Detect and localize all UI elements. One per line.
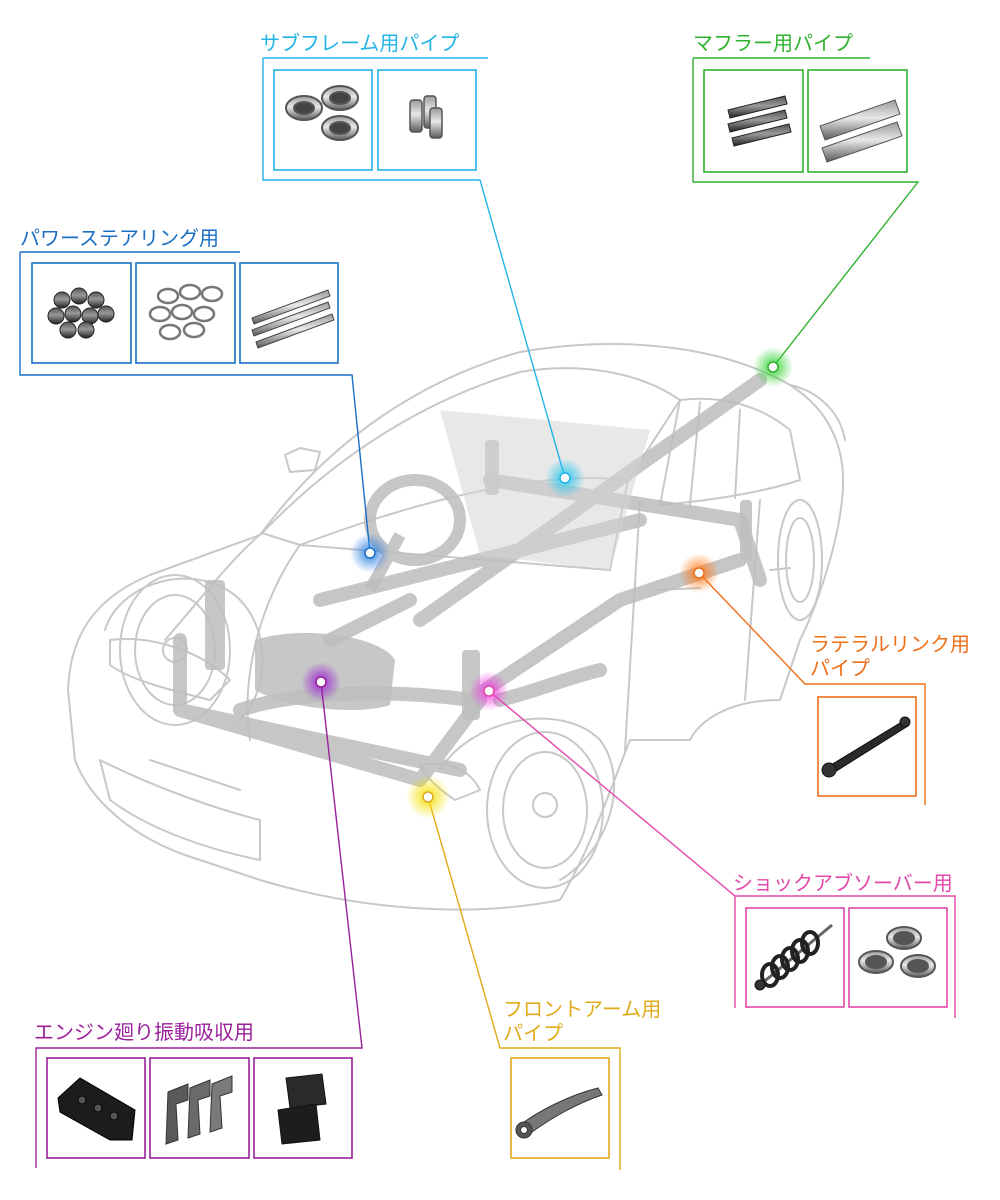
engine-vibration-leader-line bbox=[35, 681, 363, 1168]
muffler-pipe-label: マフラー用パイプ bbox=[693, 31, 853, 55]
lateral-link-photo[interactable] bbox=[817, 696, 917, 797]
power-steering-photo-3[interactable] bbox=[239, 262, 339, 364]
triple-ring-collar-icon bbox=[858, 926, 936, 978]
marker-lateral-link[interactable] bbox=[679, 553, 719, 593]
muffler-photo-2[interactable] bbox=[807, 69, 908, 173]
marker-engine-vibration[interactable] bbox=[301, 662, 341, 702]
front-control-arm-icon bbox=[515, 1087, 603, 1139]
front-arm-photo[interactable] bbox=[510, 1057, 610, 1159]
subframe-leader-line bbox=[262, 57, 566, 479]
shock-absorber-leader-line bbox=[488, 690, 956, 1018]
lateral-link-arm-icon bbox=[821, 716, 911, 778]
long-silver-pipe-icon bbox=[819, 99, 903, 163]
front-arm-pipe-label: フロントアーム用 パイプ bbox=[503, 997, 662, 1045]
marker-power-steering[interactable] bbox=[350, 533, 390, 573]
muffler-photo-1[interactable] bbox=[703, 69, 804, 173]
power-steering-photo-1[interactable] bbox=[31, 262, 132, 364]
small-ring-cluster-icon bbox=[47, 287, 115, 339]
windshield-shade bbox=[440, 410, 650, 570]
thin-ring-set-icon bbox=[148, 283, 224, 341]
l-bracket-set-icon bbox=[165, 1075, 233, 1145]
triple-thick-ring-icon bbox=[285, 85, 359, 141]
marker-front-arm[interactable] bbox=[406, 775, 450, 819]
rubber-block-pair-icon bbox=[277, 1073, 327, 1145]
power-steering-leader-line bbox=[19, 251, 371, 554]
short-pipe-cluster-icon bbox=[409, 95, 443, 139]
rubber-engine-mount-icon bbox=[57, 1077, 136, 1141]
marker-shock-absorber[interactable] bbox=[469, 671, 509, 711]
marker-subframe[interactable] bbox=[545, 458, 585, 498]
power-steering-photo-2[interactable] bbox=[135, 262, 236, 364]
engine-vibration-photo-1[interactable] bbox=[46, 1057, 146, 1159]
lateral-link-leader-line bbox=[698, 572, 926, 805]
shock-absorber-photo-2[interactable] bbox=[848, 907, 948, 1008]
front-arm-leader-line bbox=[427, 796, 621, 1170]
dark-pipe-stack-icon bbox=[727, 95, 792, 147]
muffler-leader-line bbox=[692, 57, 920, 368]
coil-spring-shock-icon bbox=[754, 923, 833, 991]
subframe-photo-1[interactable] bbox=[273, 69, 373, 171]
subframe-photo-2[interactable] bbox=[377, 69, 477, 171]
long-thin-rod-icon bbox=[251, 289, 335, 349]
engine-vibration-label: エンジン廻り振動吸収用 bbox=[34, 1020, 254, 1044]
lateral-link-pipe-label: ラテラルリンク用 パイプ bbox=[810, 632, 970, 680]
marker-muffler[interactable] bbox=[753, 347, 793, 387]
engine-vibration-photo-2[interactable] bbox=[149, 1057, 250, 1159]
power-steering-label: パワーステアリング用 bbox=[20, 226, 219, 250]
subframe-pipe-label: サブフレーム用パイプ bbox=[260, 31, 460, 55]
shock-absorber-label: ショックアブソーバー用 bbox=[733, 871, 953, 895]
shock-absorber-photo-1[interactable] bbox=[745, 907, 845, 1008]
engine-vibration-photo-3[interactable] bbox=[253, 1057, 353, 1159]
